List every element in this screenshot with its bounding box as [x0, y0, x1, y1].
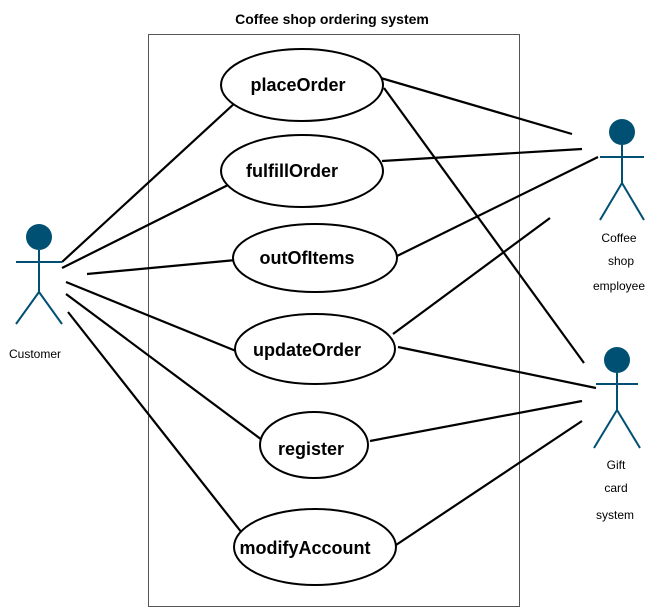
actor-label: employee — [593, 279, 645, 293]
actor-label: Gift — [607, 458, 626, 472]
use-case-modify-account: modifyAccount — [233, 508, 397, 586]
actor-label: Customer — [9, 347, 61, 361]
assoc-placeorder-giftcard — [383, 87, 585, 364]
use-case-out-of-items: outOfItems — [232, 223, 398, 293]
assoc-customer-modifyaccount — [67, 311, 243, 534]
assoc-customer-register — [65, 293, 263, 441]
assoc-customer-outofitems — [86, 258, 237, 276]
assoc-placeorder-employee — [373, 74, 573, 136]
use-case-label: modifyAccount — [239, 538, 370, 558]
actor-coffee-shop-employee: Coffee shop employee — [593, 119, 645, 293]
actor-label: Coffee — [601, 231, 636, 245]
assoc-customer-updateorder — [65, 280, 237, 353]
actor-customer: Customer — [9, 224, 63, 361]
use-case-register: register — [259, 411, 369, 479]
actor-label: system — [596, 508, 634, 522]
actor-label: shop — [608, 254, 634, 268]
use-case-label: outOfItems — [259, 248, 354, 268]
assoc-modifyaccount-giftcard — [395, 420, 583, 546]
use-cases: placeOrder fulfillOrder outOfItems updat… — [220, 48, 398, 586]
use-case-label: placeOrder — [250, 75, 345, 95]
actor-label: card — [604, 481, 627, 495]
system-boundary — [148, 34, 520, 607]
use-case-label: fulfillOrder — [246, 161, 338, 181]
use-case-update-order: updateOrder — [234, 313, 396, 385]
use-case-fulfill-order: fulfillOrder — [220, 134, 384, 208]
use-case-place-order: placeOrder — [220, 48, 384, 122]
actor-gift-card-system: Gift card system — [593, 347, 641, 522]
use-case-label: updateOrder — [253, 340, 361, 360]
associations — [61, 74, 599, 546]
assoc-customer-placeorder — [61, 101, 237, 263]
assoc-fulfillorder-employee — [381, 147, 583, 163]
use-case-label: register — [278, 439, 344, 459]
assoc-updateorder-giftcard — [397, 345, 597, 390]
stick-figure-icon — [599, 119, 645, 221]
stick-figure-icon — [593, 347, 641, 449]
assoc-register-giftcard — [369, 399, 583, 443]
diagram-title: Coffee shop ordering system — [235, 11, 429, 27]
assoc-outofitems-employee — [396, 156, 599, 257]
assoc-customer-fulfillorder — [61, 182, 233, 269]
stick-figure-icon — [15, 224, 63, 325]
assoc-updateorder-employee — [392, 217, 551, 335]
